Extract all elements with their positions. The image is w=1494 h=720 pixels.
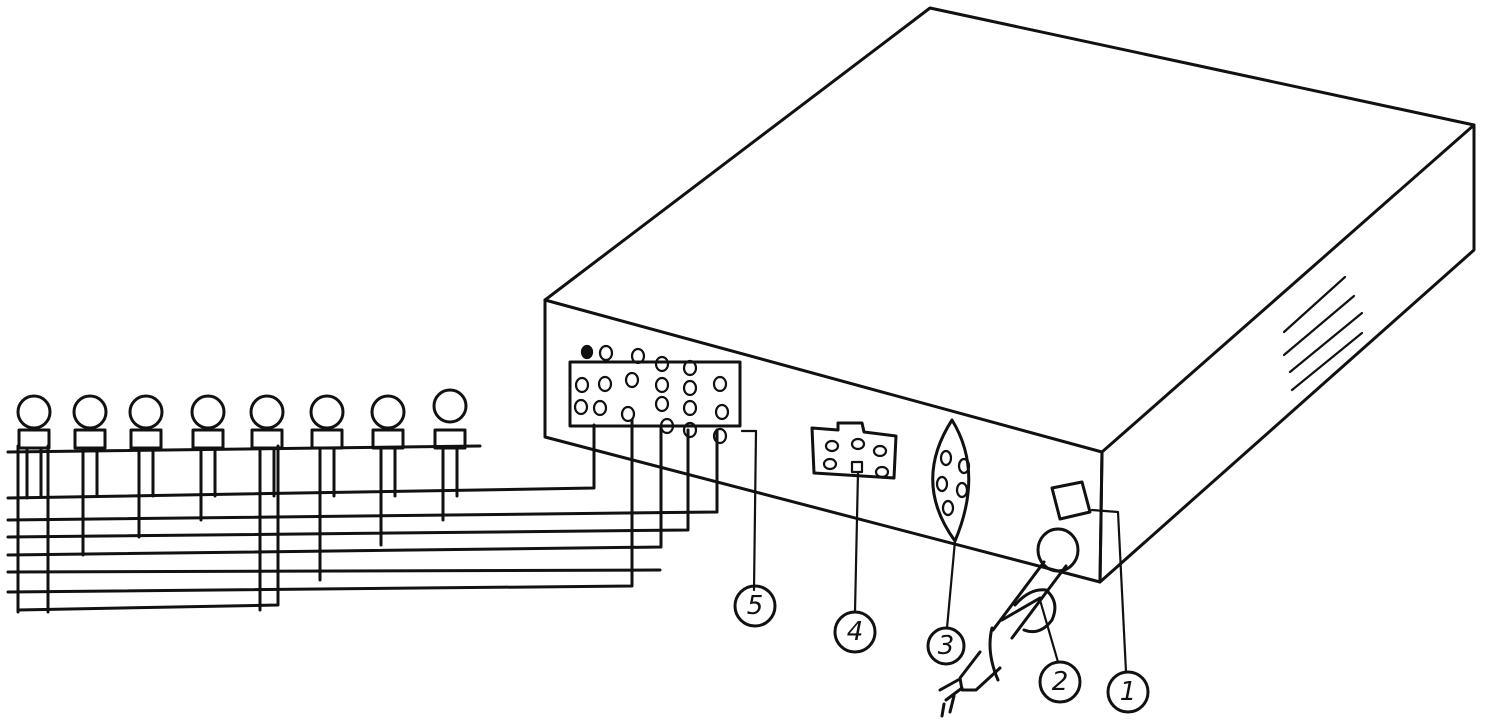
lamp-base (73, 428, 107, 450)
wire-7 (16, 444, 280, 612)
callout-5-label: 5 (747, 591, 764, 621)
callout-1-label: 1 (1120, 677, 1137, 707)
callout-3-label: 3 (938, 631, 955, 661)
terminal-block-frame (568, 360, 742, 428)
power-switch (1050, 480, 1092, 521)
lamp-3 (128, 394, 164, 539)
lamp-bulb (72, 394, 108, 430)
bus-line-top (6, 444, 482, 454)
wire-6 (6, 418, 634, 594)
lamp-7 (370, 394, 406, 547)
lamp-bulb (128, 394, 164, 430)
box-front-face (543, 298, 1104, 584)
lamp-4 (190, 394, 226, 522)
lamp-8 (432, 388, 468, 522)
lamp-base (191, 428, 225, 450)
wire-4 (6, 426, 663, 557)
lamp-2 (72, 394, 108, 557)
plug (938, 678, 964, 718)
callout-4-label: 4 (847, 617, 864, 647)
callout-4: 4 (833, 610, 877, 654)
lamp-base (129, 428, 163, 450)
cable-gland (1036, 527, 1080, 573)
wire-5 (6, 568, 662, 574)
lamp-base (433, 428, 467, 450)
terminal-block (568, 344, 742, 445)
wiring-harness (6, 418, 719, 614)
lamp-base (371, 428, 405, 450)
lamp-bulb (309, 394, 345, 430)
wire-3 (6, 428, 690, 539)
lamp-bulb (190, 394, 226, 430)
lamps-row (16, 388, 468, 612)
control-box (543, 6, 1476, 584)
callout-2: 2 (1038, 660, 1082, 704)
callout-1: 1 (1106, 670, 1150, 714)
callout-5: 5 (733, 584, 777, 628)
lamp-bulb (249, 394, 285, 430)
wire-1 (6, 423, 596, 500)
callout-leaders (740, 429, 1128, 674)
lamp-1 (16, 394, 52, 500)
callout-3: 3 (926, 626, 966, 666)
socket-outline (810, 421, 898, 480)
ventilation-slots (1282, 275, 1364, 392)
terminal-holes (573, 344, 730, 445)
lamp-base (310, 428, 344, 450)
callout-2-label: 2 (1052, 667, 1069, 697)
power-cord (958, 560, 1068, 692)
diamond-connector (931, 418, 971, 543)
wire-2 (6, 428, 719, 522)
lamp-bulb (16, 394, 52, 430)
multi-pin-socket (810, 421, 898, 480)
box-top-face (543, 6, 1476, 454)
lamp-base (17, 428, 51, 450)
lamp-bulb (370, 394, 406, 430)
lamp-bulb (432, 388, 468, 424)
